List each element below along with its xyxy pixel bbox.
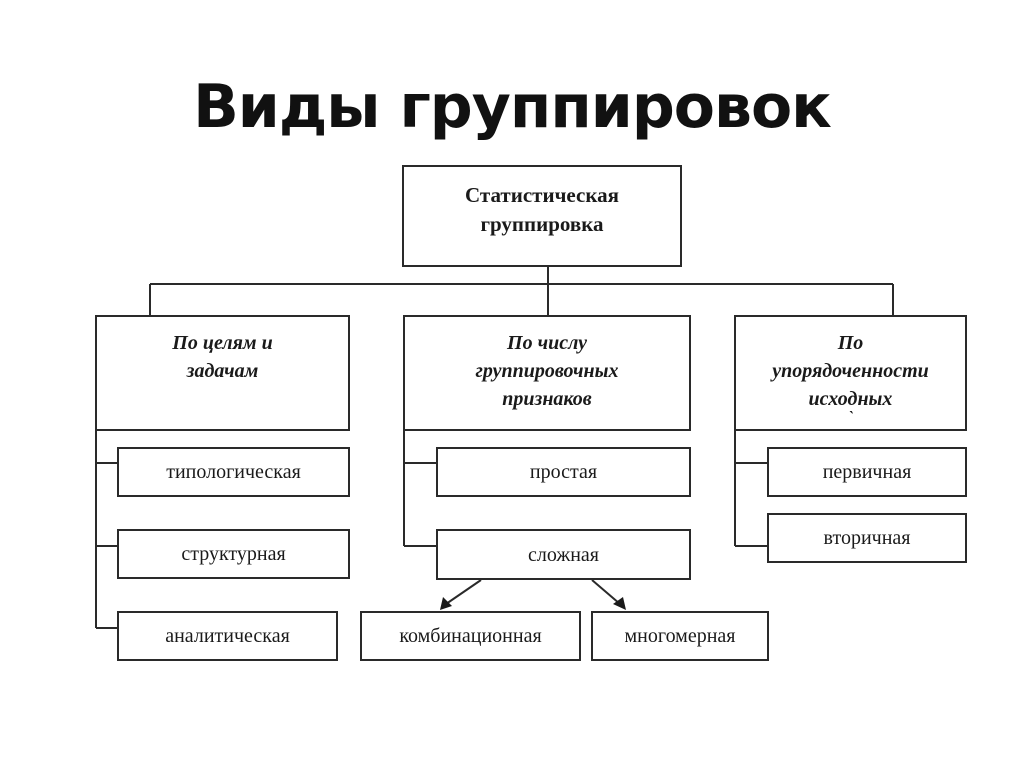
leaf-secondary: вторичная xyxy=(767,513,967,563)
leaf-label: аналитическая xyxy=(165,625,290,647)
leaf-typological: типологическая xyxy=(117,447,350,497)
leaf-label: типологическая xyxy=(166,461,301,483)
category-2-line-2: группировочных xyxy=(475,360,619,382)
root-line-2: группировка xyxy=(480,212,604,236)
root-line-1: Статистическая xyxy=(465,183,619,207)
category-box-goals: По целям и задачам xyxy=(95,315,350,431)
category-1-line-2: задачам xyxy=(186,360,259,382)
leaf-label: многомерная xyxy=(624,625,736,647)
slide-title: Виды группировок xyxy=(193,72,832,142)
category-1-line-1: По целям и xyxy=(172,332,273,354)
arrowhead-combination xyxy=(440,597,452,610)
category-3-line-3: исходных xyxy=(808,388,893,410)
leaf-label: сложная xyxy=(528,543,599,566)
category-2-line-1: По числу xyxy=(507,332,587,354)
category-3-stray-mark: ` xyxy=(847,409,854,426)
category-box-feature-count: По числу группировочных признаков xyxy=(403,315,691,431)
leaf-combination: комбинационная xyxy=(360,611,581,661)
arrow-to-multidim xyxy=(591,579,621,605)
leaf-structural: структурная xyxy=(117,529,350,579)
arrowhead-multidim xyxy=(613,597,626,610)
leaf-primary: первичная xyxy=(767,447,967,497)
category-3-line-1: По xyxy=(837,332,864,354)
leaf-simple: простая xyxy=(436,447,691,497)
leaf-label: комбинационная xyxy=(399,625,542,647)
leaf-label: структурная xyxy=(181,543,286,565)
leaf-label: первичная xyxy=(822,461,912,483)
leaf-complex: сложная xyxy=(436,529,691,580)
arrow-to-combination xyxy=(445,579,482,605)
leaf-label: вторичная xyxy=(823,527,911,549)
category-2-line-3: признаков xyxy=(502,388,592,410)
leaf-analytical: аналитическая xyxy=(117,611,338,661)
leaf-multidimensional: многомерная xyxy=(591,611,769,661)
leaf-label: простая xyxy=(529,461,598,483)
category-box-ordering: По упорядоченности исходных ` xyxy=(734,315,967,431)
category-3-line-2: упорядоченности xyxy=(772,360,929,382)
root-box-statistical-grouping: Статистическая группировка xyxy=(402,165,682,267)
